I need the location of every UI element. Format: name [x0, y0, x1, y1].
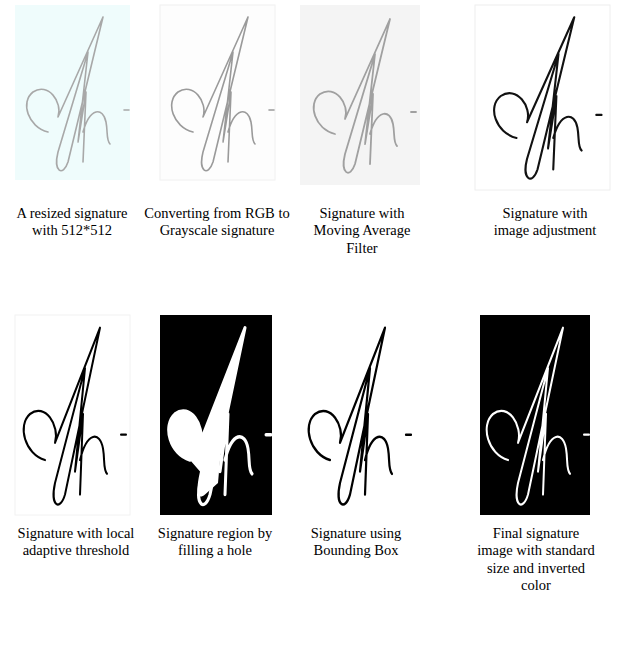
signature-panel: [480, 315, 590, 515]
signature-panel: [160, 315, 272, 515]
step-caption: Signature using Bounding Box: [306, 525, 406, 560]
signature-panel: [15, 315, 130, 515]
step-caption: Signature region by filling a hole: [156, 525, 274, 560]
signature-panel: [300, 5, 420, 185]
signature-panel: [475, 5, 610, 190]
signature-panel: [160, 5, 275, 180]
step-caption: Signature with Moving Average Filter: [307, 205, 417, 257]
step-caption: Converting from RGB to Grayscale signatu…: [142, 205, 292, 240]
step-caption: Signature with local adaptive threshold: [7, 525, 145, 560]
step-caption: Final signature image with standard size…: [477, 525, 595, 595]
signature-panel: [300, 315, 412, 515]
signature-panel: [15, 5, 130, 180]
step-caption: Signature with image adjustment: [485, 205, 605, 240]
step-caption: A resized signature with 512*512: [10, 205, 135, 240]
